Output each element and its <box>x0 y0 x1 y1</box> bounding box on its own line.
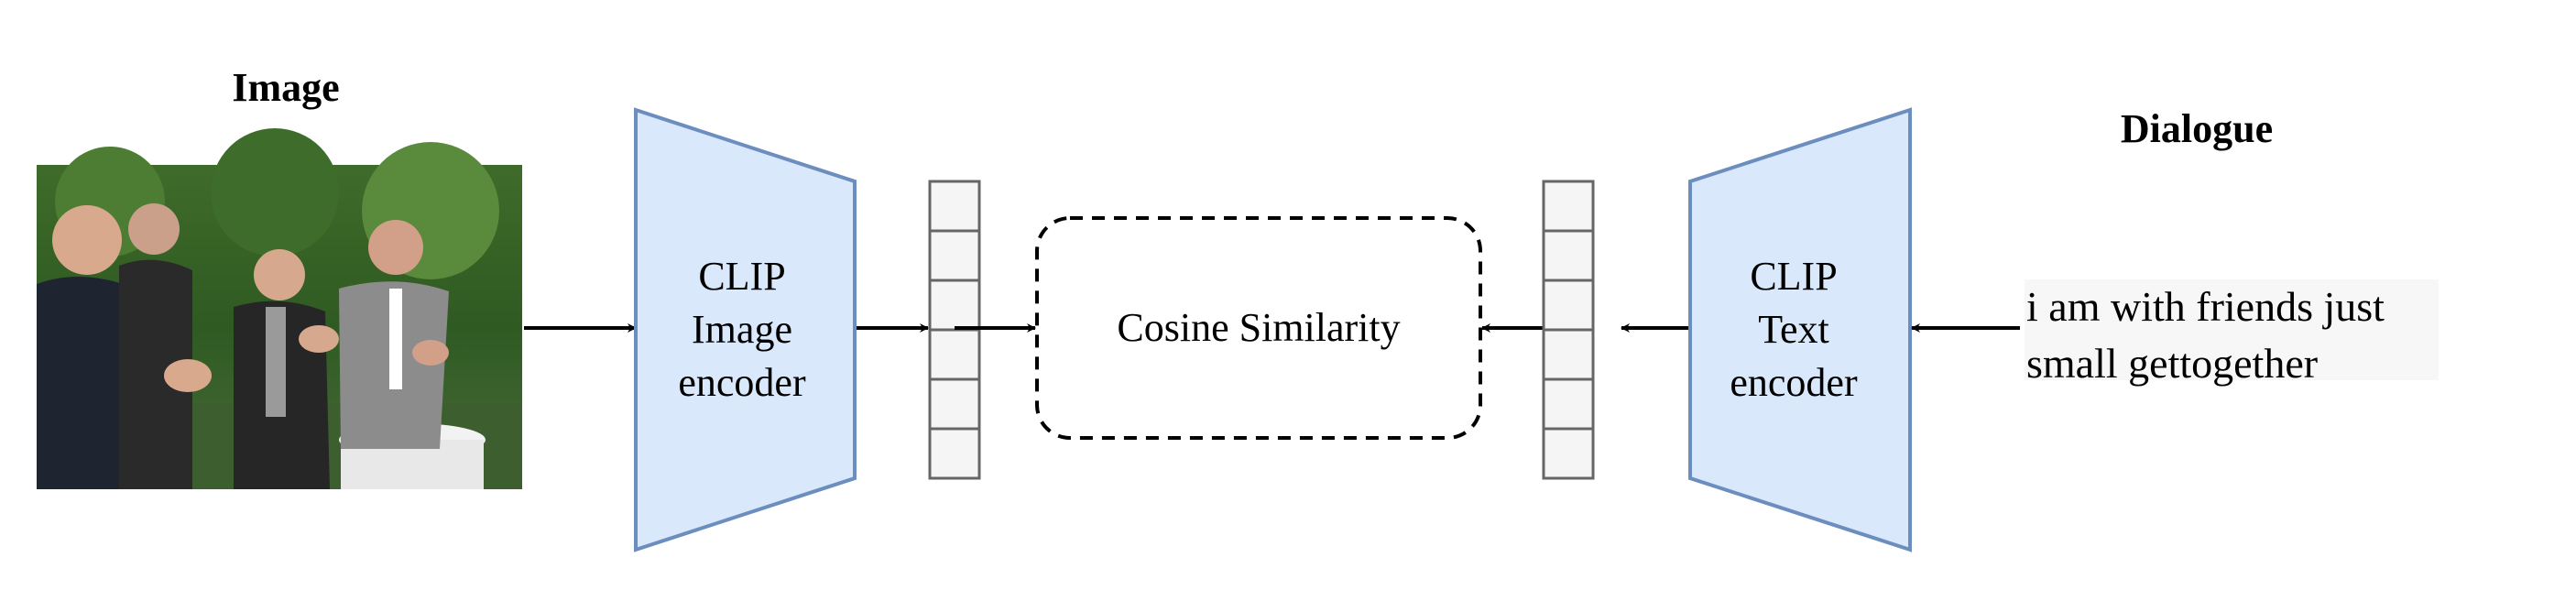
image-encoder-label-line1: CLIP <box>698 254 785 299</box>
clip-text-encoder <box>1688 107 1912 552</box>
image-encoder-label-line3: encoder <box>678 360 806 405</box>
dialogue-text-line2: small gettogether <box>2026 340 2318 387</box>
text-encoder-label-line2: Text <box>1758 307 1829 352</box>
clip-image-encoder <box>634 107 857 552</box>
image-heading: Image <box>232 65 339 110</box>
image-embedding-vector <box>928 180 981 480</box>
input-photo <box>37 128 522 489</box>
text-encoder-label-line1: CLIP <box>1750 254 1837 299</box>
dialogue-text-line1: i am with friends just <box>2026 283 2385 330</box>
text-encoder-label-line3: encoder <box>1730 360 1858 405</box>
dialogue-heading: Dialogue <box>2121 106 2273 151</box>
cosine-similarity-label: Cosine Similarity <box>1117 305 1400 350</box>
image-encoder-label-line2: Image <box>692 307 792 352</box>
dialogue-text-background <box>2025 279 2439 380</box>
text-embedding-vector <box>1542 180 1595 480</box>
cosine-similarity-box <box>1035 216 1482 440</box>
